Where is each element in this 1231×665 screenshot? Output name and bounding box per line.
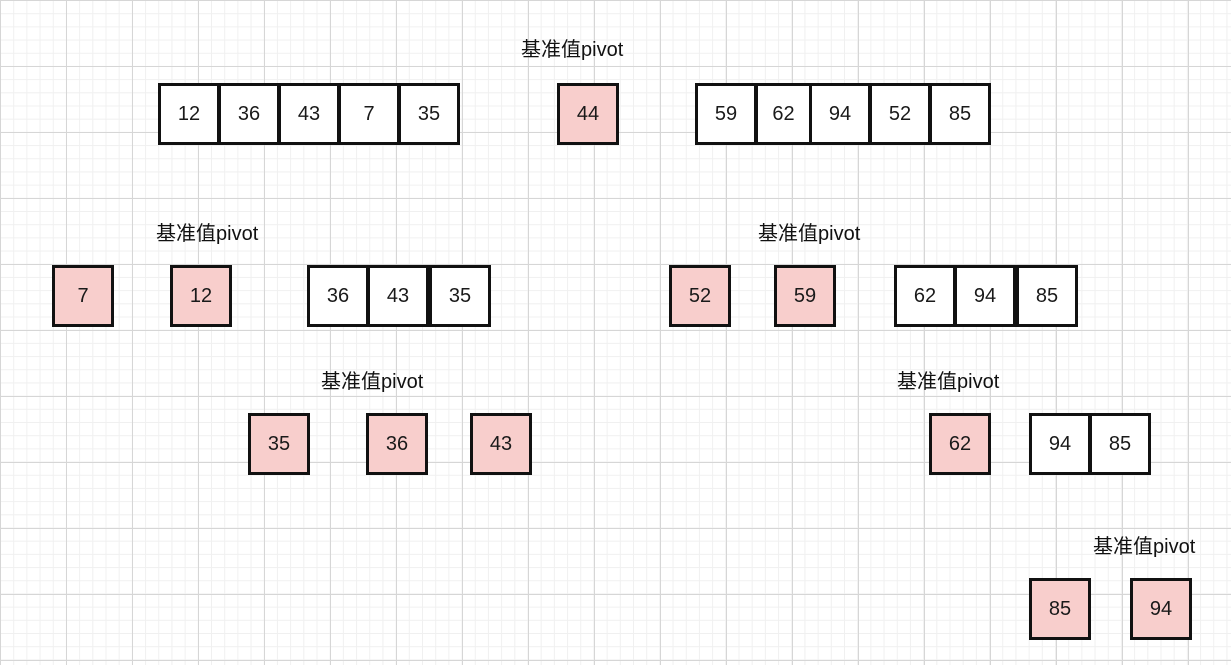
array-cell: 85 — [929, 83, 991, 145]
pivot-label-level3-right: 基准值pivot — [897, 371, 1000, 393]
pivot-label-level2-right: 基准值pivot — [758, 223, 861, 245]
array-cell: 43 — [278, 83, 340, 145]
pivot-cell: 62 — [929, 413, 991, 475]
array-cell: 85 — [1089, 413, 1151, 475]
array-cell: 62 — [894, 265, 956, 327]
pivot-label-level3-left: 基准值pivot — [321, 371, 424, 393]
pivot-cell: 44 — [557, 83, 619, 145]
sorted-cell: 94 — [1130, 578, 1192, 640]
array-cell: 43 — [367, 265, 429, 327]
array-cell: 94 — [1029, 413, 1091, 475]
array-cell: 35 — [429, 265, 491, 327]
array-cell: 94 — [954, 265, 1016, 327]
sorted-cell: 52 — [669, 265, 731, 327]
sorted-cell: 35 — [248, 413, 310, 475]
array-cell: 36 — [307, 265, 369, 327]
sorted-cell: 7 — [52, 265, 114, 327]
pivot-cell: 12 — [170, 265, 232, 327]
array-cell: 85 — [1016, 265, 1078, 327]
sorted-cell: 43 — [470, 413, 532, 475]
pivot-cell: 85 — [1029, 578, 1091, 640]
array-cell: 7 — [338, 83, 400, 145]
array-cell: 36 — [218, 83, 280, 145]
array-cell: 62 — [755, 83, 812, 145]
array-cell: 35 — [398, 83, 460, 145]
array-cell: 12 — [158, 83, 220, 145]
array-cell: 52 — [869, 83, 931, 145]
array-cell: 94 — [809, 83, 871, 145]
pivot-cell: 59 — [774, 265, 836, 327]
pivot-label-level2-left: 基准值pivot — [156, 223, 259, 245]
pivot-label-level4-right: 基准值pivot — [1093, 536, 1196, 558]
pivot-cell: 36 — [366, 413, 428, 475]
array-cell: 59 — [695, 83, 757, 145]
pivot-label-level1: 基准值pivot — [521, 39, 624, 61]
